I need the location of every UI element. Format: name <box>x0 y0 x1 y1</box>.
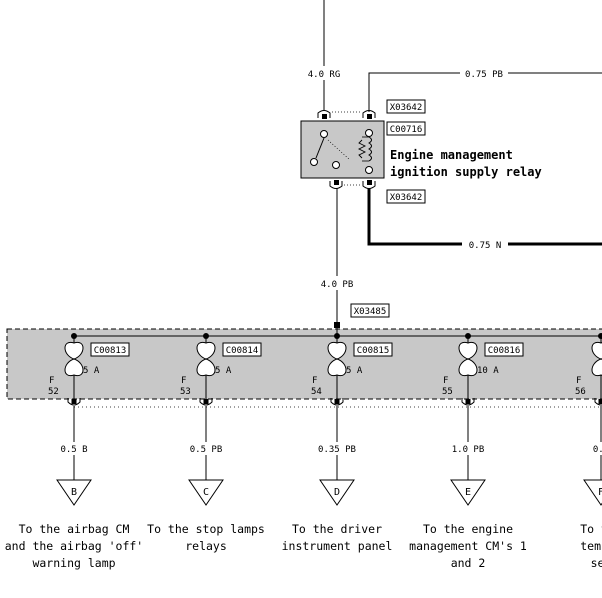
fuse-53: C00814 5 A F53 0.5 PB C To the stop lamps rela… <box>147 333 265 553</box>
relay-component-label: C00716 <box>390 125 423 135</box>
fuse-54: C00815 5 A F54 0.35 PB D To the driver instrum… <box>282 333 393 553</box>
fuse-output-wire-label: 1.0 PB <box>452 445 485 455</box>
destination-description-line: and 2 <box>451 556 486 570</box>
destination-marker <box>56 479 92 506</box>
fuse-box-connector-label: X03485 <box>354 307 387 317</box>
destination-letter: D <box>334 487 340 498</box>
fuse-output-wire-label: 0.5 PB <box>190 445 223 455</box>
fuse-icon <box>196 341 216 377</box>
destination-description-line: sen <box>591 556 602 570</box>
fuse-component-tag <box>353 342 393 357</box>
destination-marker <box>583 479 602 506</box>
relay-ground-label: 0.75 N <box>469 241 502 251</box>
relay-ground-wire <box>367 188 602 246</box>
destination-marker <box>450 479 486 506</box>
relay-coil-icon <box>368 136 372 162</box>
destination-description-line: relays <box>185 539 227 553</box>
top-feed-wire-label: 4.0 RG <box>308 70 341 80</box>
fuse-number: 55 <box>442 387 453 397</box>
relay-output-label: 4.0 PB <box>321 280 354 290</box>
fuse-number: 52 <box>48 387 59 397</box>
relay-coil-feed-label: 0.75 PB <box>465 70 503 80</box>
fuse-output-wire-label: 0.5 <box>593 445 602 455</box>
fuse-prefix: F <box>312 376 317 386</box>
fuse-prefix: F <box>443 376 448 386</box>
destination-description-line: and the airbag 'off' <box>5 539 143 553</box>
fuse-number: 56 <box>575 387 586 397</box>
relay-component-tag <box>386 121 426 136</box>
fuse-rating: 5 A <box>215 366 232 376</box>
destination-letter: E <box>465 487 471 498</box>
fuse-number: 54 <box>311 387 322 397</box>
destination-letter: C <box>203 487 209 498</box>
fuse-component-tag <box>222 342 262 357</box>
relay-name-line1: Engine management <box>390 148 513 162</box>
fuse-box-connector-tag <box>350 303 390 318</box>
relay-bottom-connector-label: X03642 <box>390 193 423 203</box>
fuse-box <box>6 328 602 400</box>
relay-coil-feed-wire <box>368 72 602 112</box>
fuse-component-label: C00814 <box>226 346 259 356</box>
destination-description-line: management CM's 1 <box>409 539 527 553</box>
destination-description-line: To the airbag CM <box>19 522 130 536</box>
fuse-component-label: C00813 <box>94 346 127 356</box>
destination-description-line: To the driver <box>292 522 382 536</box>
fuse-number: 53 <box>180 387 191 397</box>
destination-description-line: To the engine <box>423 522 513 536</box>
relay-bottom-connector <box>329 181 343 189</box>
fuse-component-tag <box>90 342 130 357</box>
relay-bottom-connector-tag <box>386 189 426 204</box>
fuse-icon <box>327 341 347 377</box>
fuse-52: C00813 5 A F52 0.5 B B To the airbag CM and th… <box>5 333 143 570</box>
relay-top-connector-tag <box>386 99 426 114</box>
destination-description-line: To the stop lamps <box>147 522 265 536</box>
destination-marker <box>319 479 355 506</box>
destination-description-line: To the <box>580 522 602 536</box>
destination-letter: F <box>598 487 602 498</box>
fuse-component-tag <box>484 342 524 357</box>
relay-top-connector <box>317 110 331 118</box>
fuse-rating: 5 A <box>83 366 100 376</box>
destination-marker <box>188 479 224 506</box>
fuse-rating: 5 A <box>346 366 363 376</box>
fuse-output-wire-label: 0.5 B <box>60 445 87 455</box>
relay-top-connector-label: X03642 <box>390 103 423 113</box>
fuse-output-wire-label: 0.35 PB <box>318 445 356 455</box>
fuse-component-label: C00816 <box>488 346 521 356</box>
fuse-component-label: C00815 <box>357 346 390 356</box>
fuse-prefix: F <box>576 376 581 386</box>
destination-description-line: temper <box>580 539 602 553</box>
destination-description-line: instrument panel <box>282 539 393 553</box>
relay-name-line2: ignition supply relay <box>390 165 542 179</box>
fuse-icon <box>64 341 84 377</box>
destination-letter: B <box>71 487 77 498</box>
fuse-prefix: F <box>49 376 54 386</box>
destination-description-line: warning lamp <box>32 556 115 570</box>
fuse-55: C00816 10 A F55 1.0 PB E To the engine managem… <box>409 333 527 570</box>
fuse-prefix: F <box>181 376 186 386</box>
fuse-rating: 10 A <box>477 366 499 376</box>
fuse-icon <box>458 341 478 377</box>
fuse-icon <box>591 341 602 377</box>
